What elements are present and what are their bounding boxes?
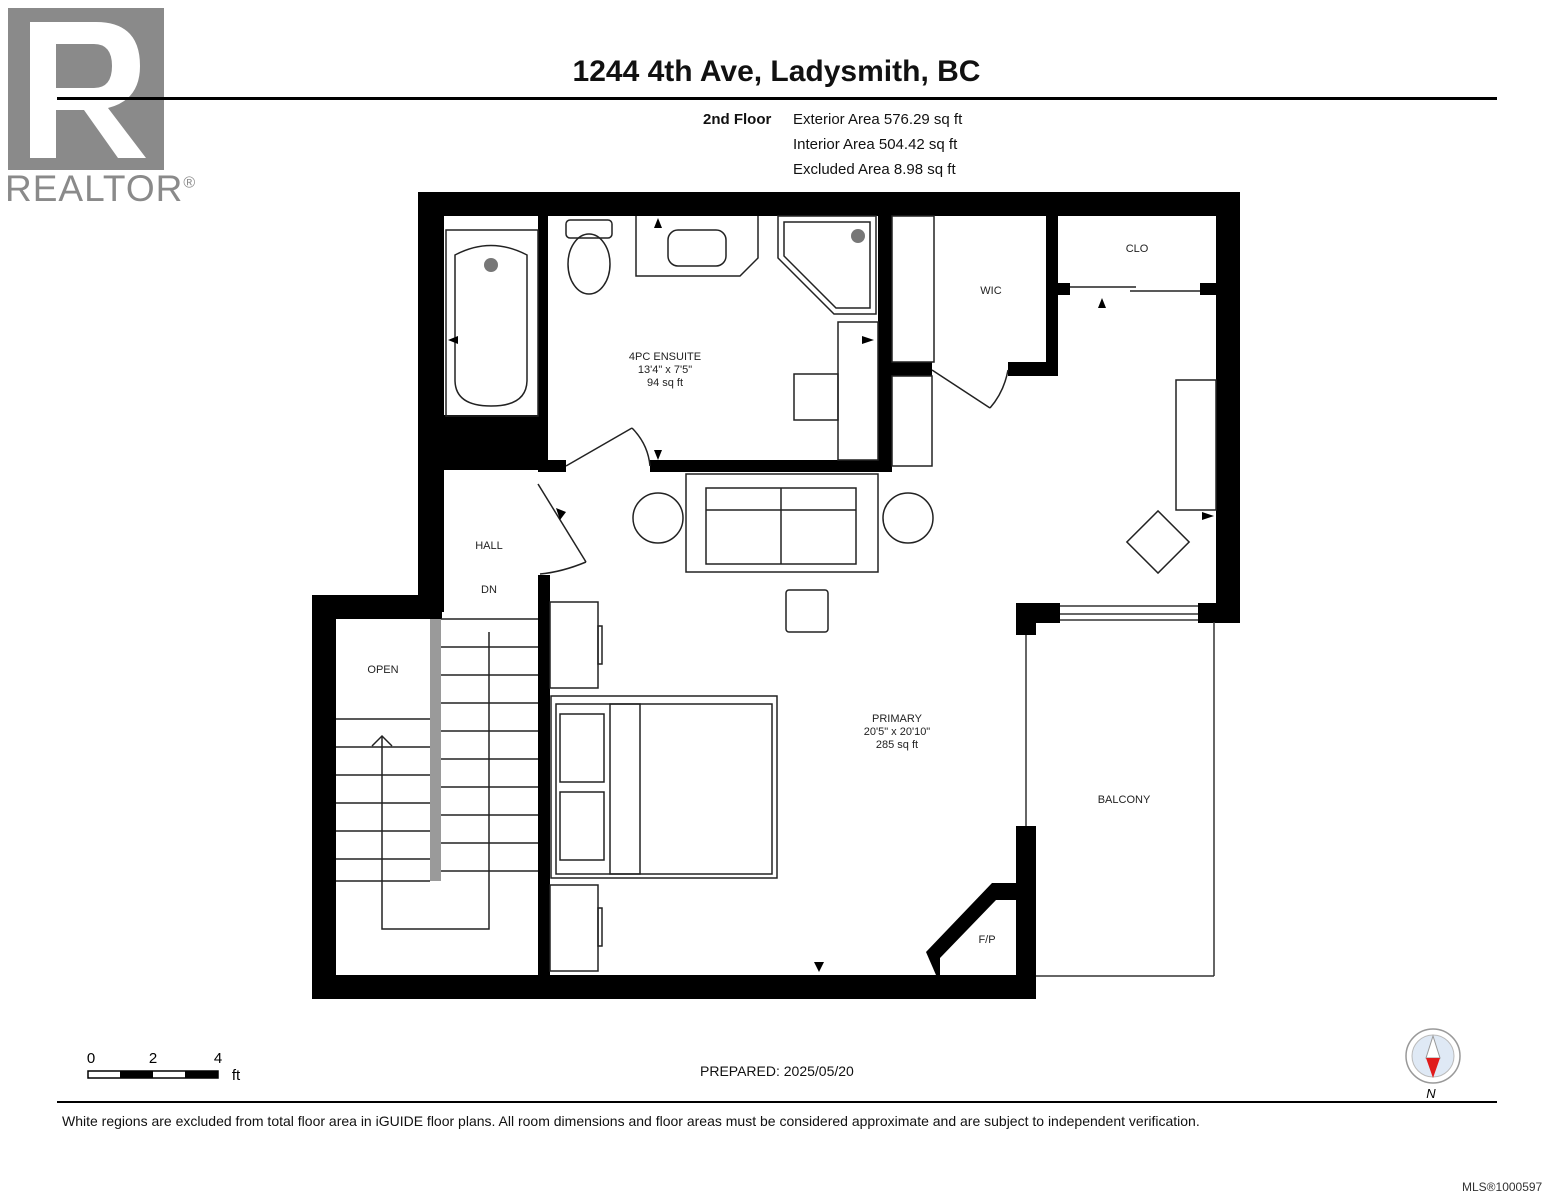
ensuite-area: 94 sq ft [647,377,683,389]
ensuite-cabinets [793,215,935,467]
header-divider [57,97,1497,100]
hall-dn-label: DN [481,584,497,596]
ensuite-dims: 13'4" x 7'5" [638,364,692,376]
registered-mark: ® [183,174,197,192]
balcony-outline [1025,605,1215,977]
compass-north-label: N [1426,1086,1436,1101]
realtor-wordmark: REALTOR® [5,168,196,210]
scale-label-0: 0 [87,1050,95,1067]
balcony-label: BALCONY [1098,794,1151,806]
vanity-sink [635,216,759,277]
realtor-logo [8,8,164,170]
interior-area: Interior Area 504.42 sq ft [793,136,958,153]
exterior-area: Exterior Area 576.29 sq ft [793,111,963,128]
scale-unit: ft [232,1067,241,1084]
exterior-walls [312,192,1240,999]
primary-dims: 20'5" x 20'10" [864,726,931,738]
realtor-r-icon [8,8,164,170]
scale-label-4: 4 [214,1050,222,1067]
wic-label: WIC [980,285,1001,297]
hall-label: HALL [475,540,503,552]
mls-number: MLS®1000597 [1462,1180,1543,1194]
clo-label: CLO [1126,243,1149,255]
closet-doors [1070,286,1200,292]
excluded-area: Excluded Area 8.98 sq ft [793,161,956,178]
interior-walls [444,216,1216,975]
prepared-date: PREPARED: 2025/05/20 [700,1063,854,1079]
door-arrows [448,218,1214,972]
fireplace [926,883,1020,975]
door-swings [537,369,1009,575]
ensuite-label: 4PC ENSUITE [629,351,701,363]
bed [549,601,778,972]
primary-area: 285 sq ft [876,739,918,751]
fp-label: F/P [978,934,995,946]
disclaimer: White regions are excluded from total fl… [62,1113,1200,1129]
scale-label-2: 2 [149,1050,157,1067]
corner-shower [777,215,877,315]
realtor-wordmark-text: REALTOR [5,168,184,209]
primary-label: PRIMARY [872,713,923,725]
sofa [632,473,934,633]
dresser [1125,379,1217,575]
compass-icon: N [1405,1028,1461,1101]
open-label: OPEN [367,664,398,676]
bathtub [445,229,539,417]
staircase [336,618,538,930]
scale-bar: 0 2 4 ft [87,1050,241,1084]
footer-divider [57,1101,1497,1103]
page-title: 1244 4th Ave, Ladysmith, BC [572,55,981,88]
floor-label: 2nd Floor [703,111,772,128]
toilet [565,219,613,295]
room-labels: 4PC ENSUITE 13'4" x 7'5" 94 sq ft WIC CL… [367,243,1151,946]
